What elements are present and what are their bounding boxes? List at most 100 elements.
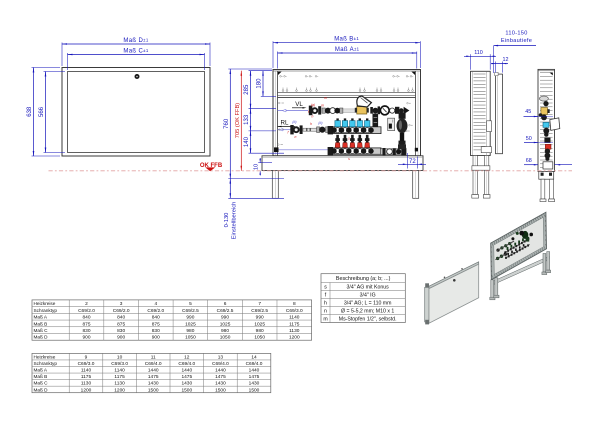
svg-text:C69/3.0: C69/3.0 <box>78 361 95 367</box>
svg-text:1440: 1440 <box>148 368 159 374</box>
svg-text:12: 12 <box>503 57 509 63</box>
svg-text:Heizkreise: Heizkreise <box>34 301 56 306</box>
svg-text:s: s <box>348 137 350 141</box>
svg-text:Maß A: Maß A <box>34 315 48 320</box>
svg-text:s: s <box>348 157 350 161</box>
svg-text:Einbautiefe: Einbautiefe <box>501 38 532 44</box>
svg-text:6: 6 <box>224 301 227 307</box>
svg-text:830: 830 <box>117 328 125 334</box>
svg-text:1140: 1140 <box>114 368 125 374</box>
svg-text:13: 13 <box>218 355 224 361</box>
svg-text:Maß C: Maß C <box>34 381 49 386</box>
svg-text:840: 840 <box>117 315 125 321</box>
svg-text:840: 840 <box>83 315 91 321</box>
svg-text:Maß B±1: Maß B±1 <box>334 36 359 43</box>
svg-text:C69/2.0: C69/2.0 <box>113 308 130 314</box>
svg-text:990: 990 <box>256 315 264 321</box>
svg-text:Ø = 5-5,2 mm; M10 x 1: Ø = 5-5,2 mm; M10 x 1 <box>341 308 394 314</box>
svg-text:830: 830 <box>152 328 160 334</box>
svg-text:10: 10 <box>254 164 260 170</box>
svg-text:3/4" IG: 3/4" IG <box>360 292 376 298</box>
svg-text:566: 566 <box>39 106 45 117</box>
svg-text:1050: 1050 <box>185 335 196 341</box>
svg-text:8: 8 <box>293 301 296 307</box>
svg-text:3: 3 <box>120 301 123 307</box>
svg-text:C69/2.0: C69/2.0 <box>147 308 164 314</box>
svg-text:705 (OK FFB): 705 (OK FFB) <box>235 103 241 139</box>
svg-text:3/4" AG; L = 110 mm: 3/4" AG; L = 110 mm <box>344 300 392 306</box>
svg-text:C69/3.0: C69/3.0 <box>286 308 303 314</box>
svg-text:900: 900 <box>117 335 125 341</box>
svg-text:Maß B: Maß B <box>34 374 48 379</box>
svg-text:Maß A±1: Maß A±1 <box>335 46 360 53</box>
svg-text:Einstellbereich: Einstellbereich <box>232 202 238 240</box>
svg-text:990: 990 <box>221 315 229 321</box>
svg-text:1025: 1025 <box>185 321 196 327</box>
svg-text:Maß D±1: Maß D±1 <box>123 37 148 44</box>
svg-text:1440: 1440 <box>215 368 226 374</box>
svg-text:180: 180 <box>257 78 263 89</box>
svg-text:(b): (b) <box>292 120 296 124</box>
svg-text:C69/4.0: C69/4.0 <box>145 361 162 367</box>
svg-text:1200: 1200 <box>114 387 125 393</box>
svg-text:C69/2.5: C69/2.5 <box>182 308 199 314</box>
svg-text:1050: 1050 <box>254 335 265 341</box>
svg-text:Beschreibung (a; b; ...): Beschreibung (a; b; ...) <box>336 276 391 282</box>
svg-text:1430: 1430 <box>181 381 192 387</box>
svg-text:638: 638 <box>27 106 33 117</box>
svg-text:Schranktyp: Schranktyp <box>34 308 58 313</box>
svg-text:10: 10 <box>117 355 123 361</box>
svg-text:133: 133 <box>244 114 250 125</box>
svg-text:Heizkreise: Heizkreise <box>34 355 56 360</box>
svg-text:Schranktyp: Schranktyp <box>34 361 58 366</box>
svg-text:875: 875 <box>117 321 125 327</box>
svg-text:980: 980 <box>256 328 264 334</box>
svg-text:Maß A: Maß A <box>34 368 48 373</box>
svg-text:1475: 1475 <box>181 374 192 380</box>
svg-text:OK FFB: OK FFB <box>200 163 223 169</box>
svg-text:h: h <box>324 300 327 306</box>
svg-text:1200: 1200 <box>289 335 300 341</box>
svg-text:2: 2 <box>85 301 88 307</box>
svg-text:C69/4.0: C69/4.0 <box>212 361 229 367</box>
svg-text:110: 110 <box>474 50 483 56</box>
svg-text:1430: 1430 <box>215 381 226 387</box>
svg-text:1500: 1500 <box>249 387 260 393</box>
svg-text:14: 14 <box>251 355 257 361</box>
svg-text:m: m <box>323 316 327 322</box>
svg-text:n: n <box>324 308 327 314</box>
svg-text:1140: 1140 <box>289 315 300 321</box>
svg-text:1130: 1130 <box>81 381 92 387</box>
svg-text:5: 5 <box>189 301 192 307</box>
svg-text:C69/3.0: C69/3.0 <box>111 361 128 367</box>
svg-text:1175: 1175 <box>289 321 300 327</box>
svg-text:45: 45 <box>525 109 531 115</box>
svg-text:Maß B: Maß B <box>34 321 48 326</box>
svg-text:1130: 1130 <box>289 328 300 334</box>
svg-text:h: h <box>310 122 312 126</box>
svg-text:1430: 1430 <box>148 381 159 387</box>
svg-text:1500: 1500 <box>181 387 192 393</box>
svg-text:50: 50 <box>526 136 532 142</box>
svg-text:Maß C±1: Maß C±1 <box>123 48 148 55</box>
svg-text:m: m <box>321 104 324 108</box>
svg-text:3/4" AG mit Konus: 3/4" AG mit Konus <box>347 284 390 290</box>
svg-text:1025: 1025 <box>254 321 265 327</box>
svg-text:7: 7 <box>258 301 261 307</box>
svg-text:1500: 1500 <box>148 387 159 393</box>
svg-text:f: f <box>325 292 327 298</box>
svg-text:RL: RL <box>281 120 289 127</box>
svg-text:C69/4.0: C69/4.0 <box>246 361 263 367</box>
svg-text:Maß D: Maß D <box>34 335 49 340</box>
svg-text:C69/2.5: C69/2.5 <box>251 308 268 314</box>
svg-text:C69/2.5: C69/2.5 <box>217 308 234 314</box>
svg-text:980: 980 <box>186 328 194 334</box>
svg-text:(a): (a) <box>311 103 315 107</box>
svg-text:140: 140 <box>244 136 250 147</box>
svg-text:1140: 1140 <box>81 368 92 374</box>
svg-text:840: 840 <box>152 315 160 321</box>
svg-text:830: 830 <box>83 328 91 334</box>
svg-text:Maß C: Maß C <box>34 328 49 333</box>
svg-text:C69/4.0: C69/4.0 <box>178 361 195 367</box>
svg-text:n: n <box>312 115 314 119</box>
